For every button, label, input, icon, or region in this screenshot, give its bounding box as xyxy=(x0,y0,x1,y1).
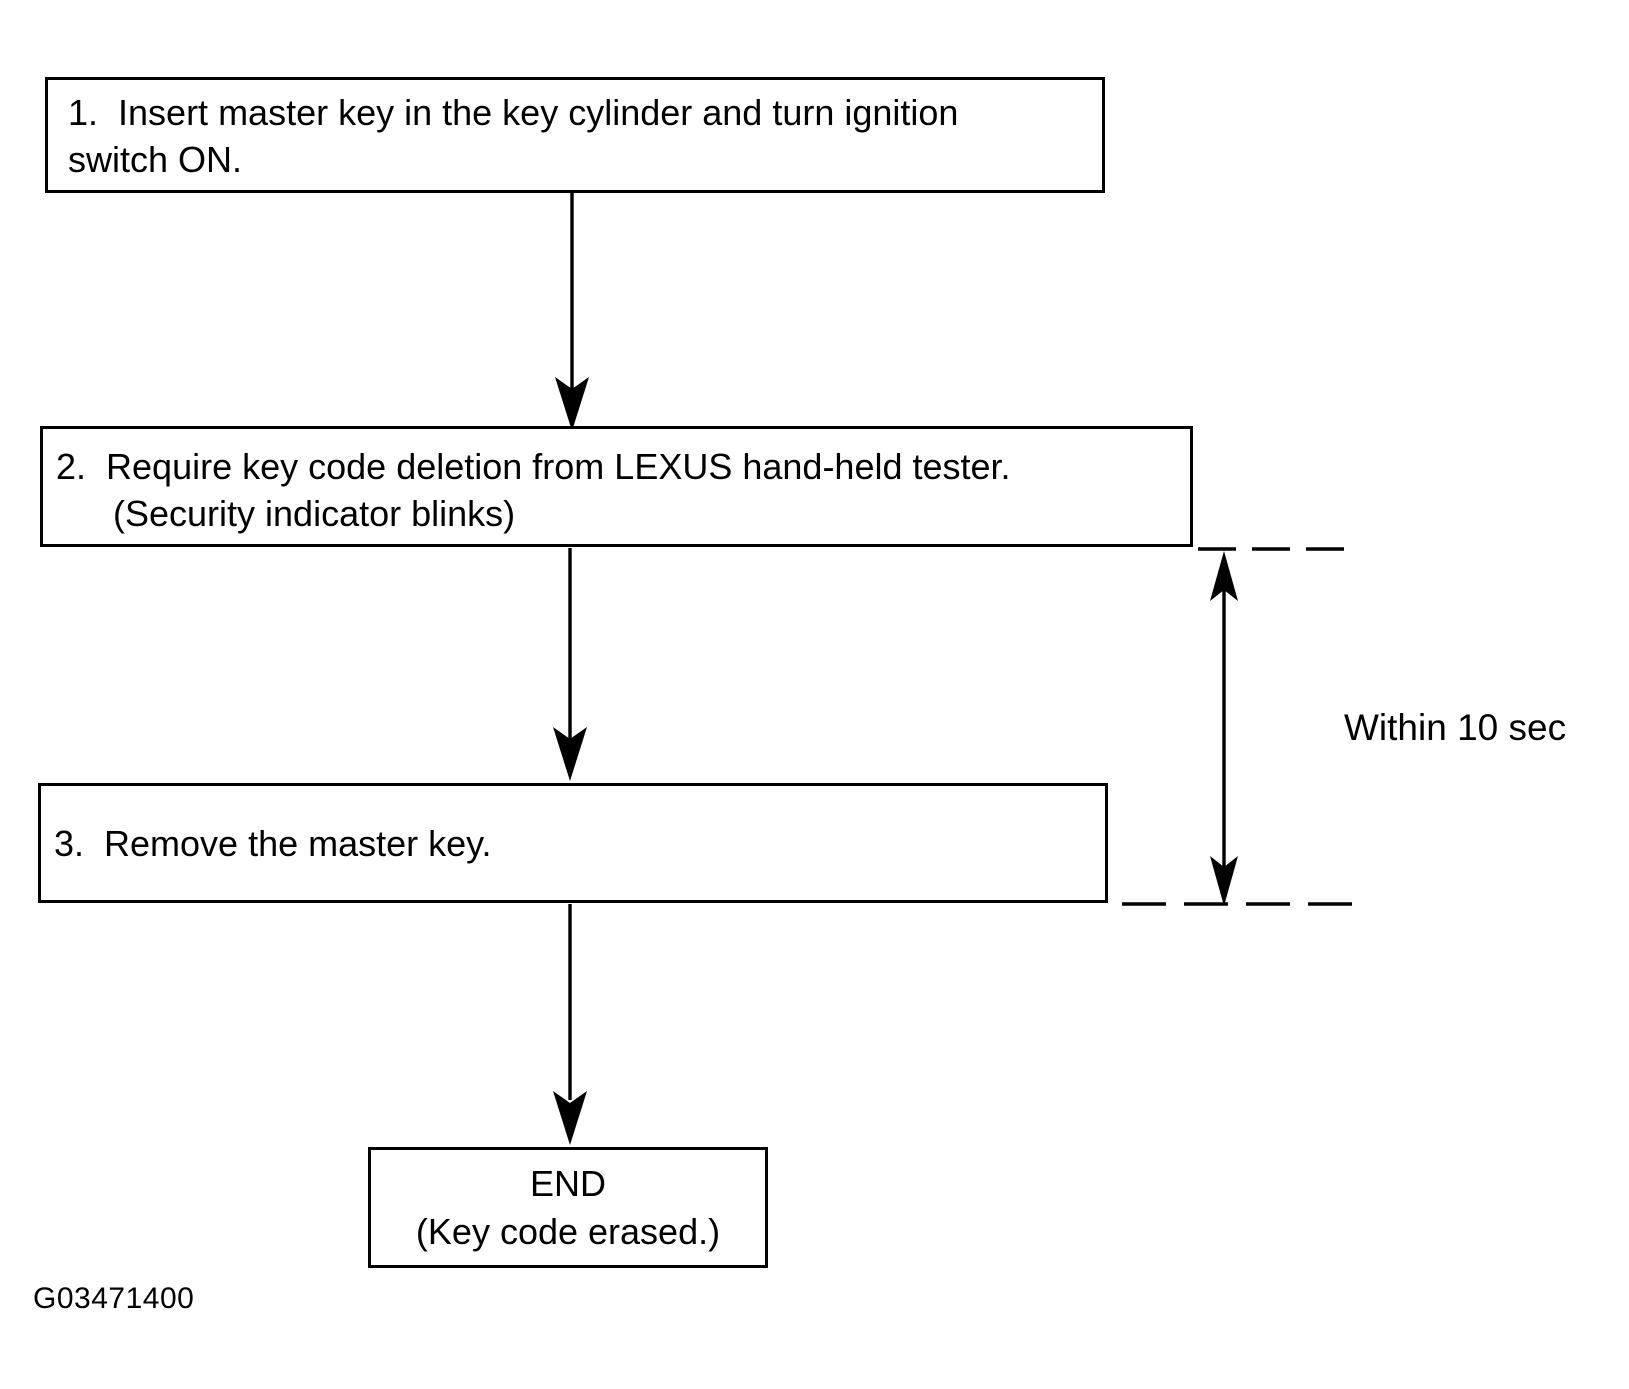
timing-range-arrow xyxy=(1210,551,1238,906)
step-1-text-line-2: switch ON. xyxy=(68,139,243,180)
step-3-box: 3. Remove the master key. xyxy=(38,783,1108,903)
end-text-line-2: (Key code erased.) xyxy=(415,1210,721,1252)
step-3-text-line-1: 3. Remove the master key. xyxy=(54,822,492,864)
timing-annotation-label: Within 10 sec xyxy=(1344,707,1567,748)
step-2-box: 2. Require key code deletion from LEXUS … xyxy=(40,426,1193,547)
end-text-line-1: END xyxy=(529,1162,606,1204)
arrow-step2-to-step3 xyxy=(553,548,587,781)
figure-code-label: G03471400 xyxy=(33,1282,195,1315)
step-2-text-line-1: 2. Require key code deletion from LEXUS … xyxy=(56,446,1011,487)
arrow-step3-to-end xyxy=(553,904,587,1145)
step-1-text-line-1: 1. Insert master key in the key cylinder… xyxy=(68,92,959,133)
arrow-step1-to-step2 xyxy=(555,193,589,431)
step-2-text-line-2: (Security indicator blinks) xyxy=(113,493,516,534)
end-box: END (Key code erased.) xyxy=(368,1147,768,1268)
step-1-box: 1. Insert master key in the key cylinder… xyxy=(45,77,1105,193)
